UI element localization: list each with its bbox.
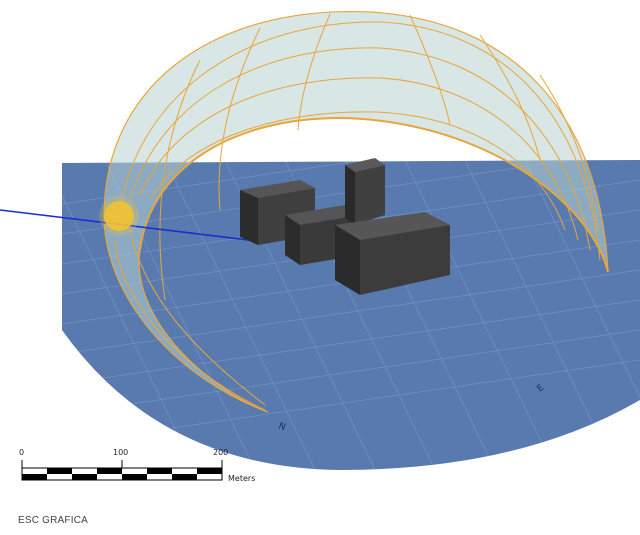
sun-ray — [0, 209, 266, 243]
scale-unit: Meters — [228, 474, 256, 483]
ground-plane — [62, 160, 640, 470]
sun-icon — [99, 196, 139, 236]
scale-tick-0: 0 — [19, 448, 25, 457]
scale-tick-200: 200 — [213, 448, 229, 457]
scale-caption: ESC GRAFICA — [18, 515, 88, 526]
scale-tick-100: 100 — [113, 448, 129, 457]
ring-label-north: N — [277, 421, 287, 433]
sun-path-lines — [114, 13, 601, 411]
scale-bar: 0 100 200 Meters — [0, 446, 300, 516]
dome-inner-edge — [139, 116, 609, 273]
building-massing — [240, 158, 450, 295]
ring-label-east: E — [536, 383, 547, 395]
